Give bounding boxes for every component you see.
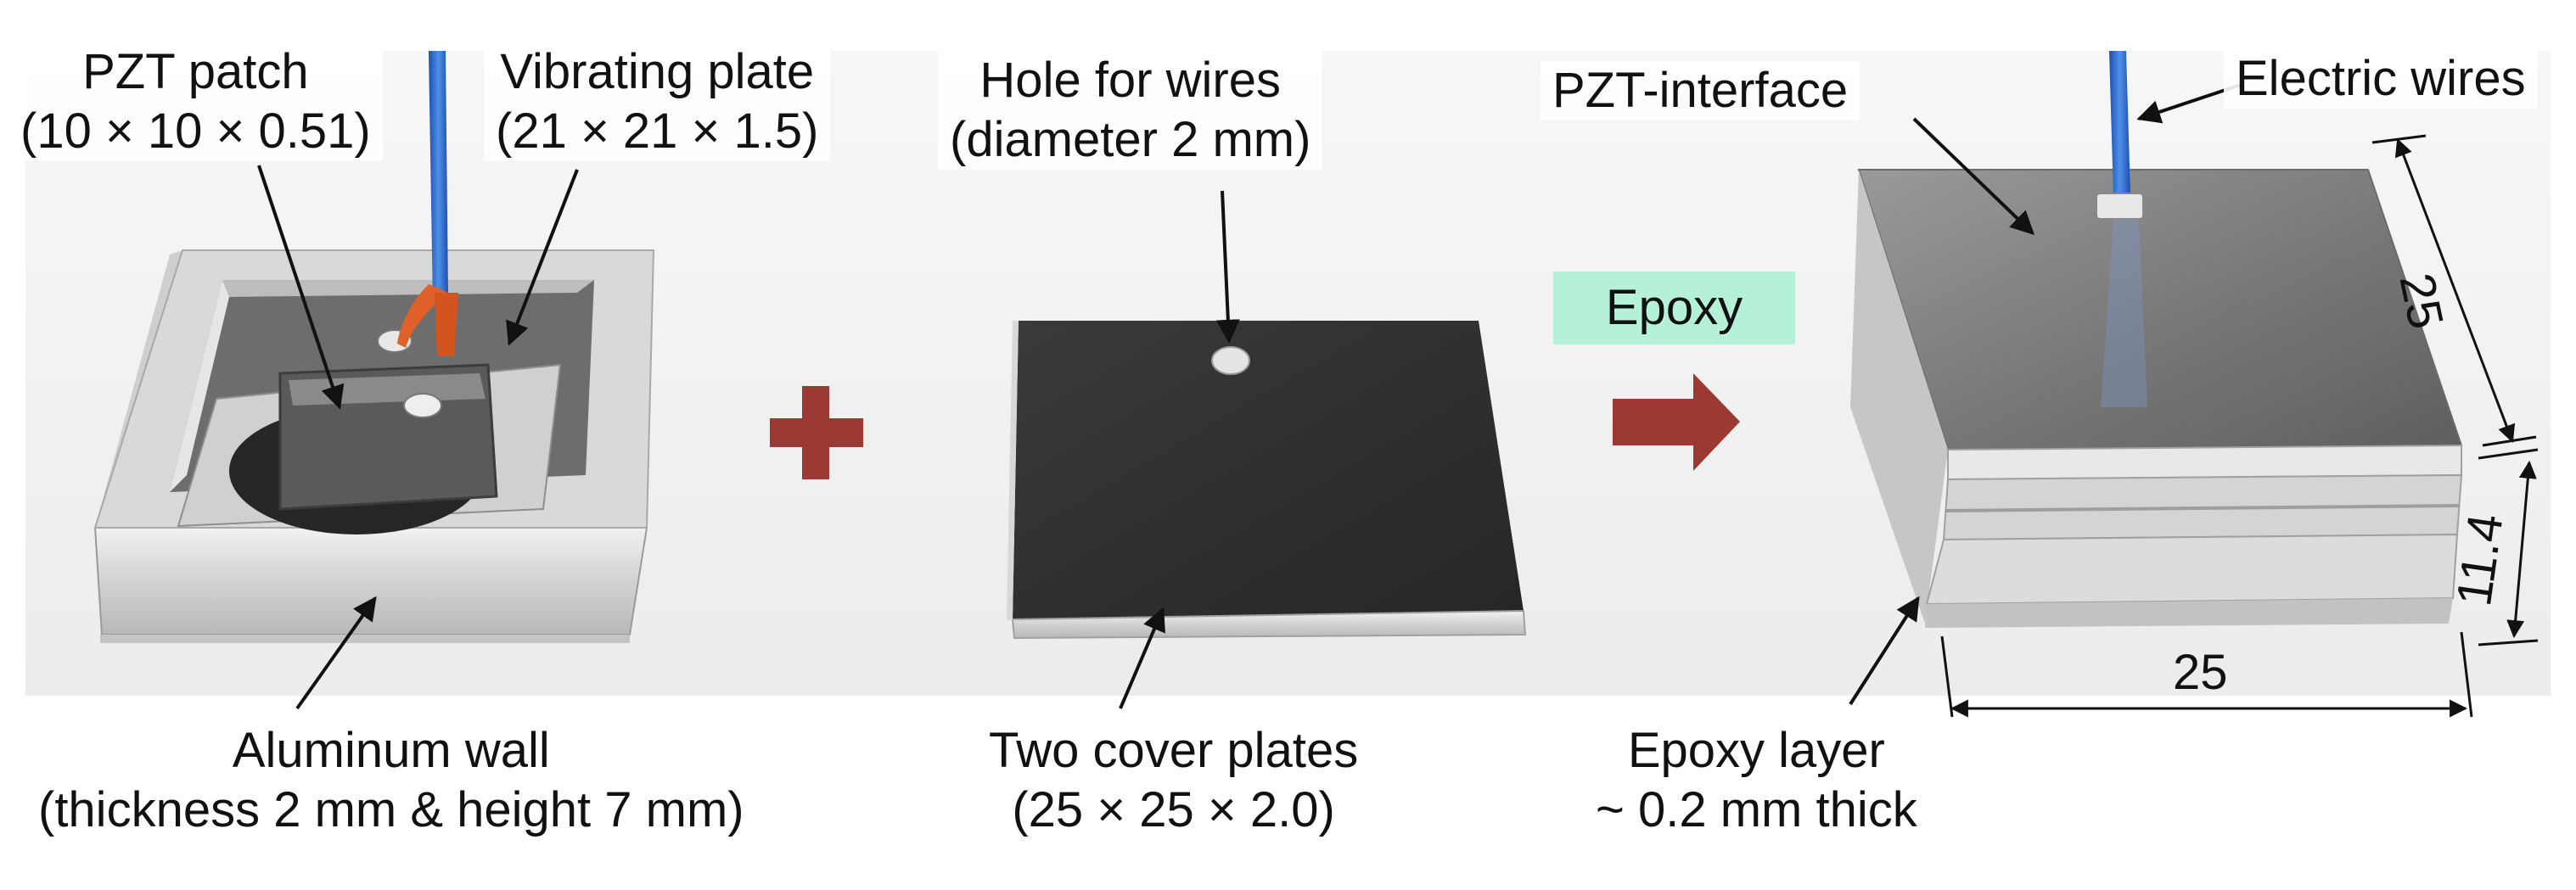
aluminum-wall-label-line1: Aluminum wall — [232, 723, 550, 778]
pzt-patch-label-line1: PZT patch — [82, 44, 309, 99]
pzt-interface-label-text: PZT-interface — [1552, 63, 1849, 118]
pzt-interface-assembly — [1850, 51, 2463, 628]
hole-for-wires-label-line2: (diameter 2 mm) — [950, 112, 1311, 167]
pzt-interface-label: PZT-interface — [1541, 61, 1860, 120]
vibrating-plate-label-line1: Vibrating plate — [500, 44, 815, 99]
cover-plate — [1007, 321, 1527, 640]
dimension-width: 25 — [2173, 645, 2228, 700]
hole-for-wires-label-line1: Hole for wires — [979, 53, 1281, 108]
vibrating-plate-label-line2: (21 × 21 × 1.5) — [496, 104, 819, 159]
epoxy-badge: Epoxy — [1553, 271, 1795, 344]
cover-plates-label-line2: (25 × 25 × 2.0) — [1012, 782, 1335, 837]
dimension-lines — [1940, 134, 2539, 718]
electric-wires-label-text: Electric wires — [2236, 51, 2526, 106]
aluminum-wall-label-line2: (thickness 2 mm & height 7 mm) — [38, 782, 744, 837]
pzt-patch-label: PZT patch (10 × 10 × 0.51) — [8, 42, 383, 161]
aluminum-wall-label: Aluminum wall (thickness 2 mm & height 7… — [38, 721, 744, 840]
epoxy-layer-label-line2: ~ 0.2 mm thick — [1596, 782, 1917, 837]
pzt-patch-label-line2: (10 × 10 × 0.51) — [20, 104, 371, 159]
plus-icon — [770, 386, 863, 479]
cover-plates-label: Two cover plates (25 × 25 × 2.0) — [989, 721, 1358, 840]
process-arrow-icon — [1613, 373, 1740, 471]
epoxy-layer-label: Epoxy layer ~ 0.2 mm thick — [1596, 721, 1917, 840]
electric-wires-label: Electric wires — [2224, 49, 2538, 109]
dimension-height: 11.4 — [2446, 510, 2514, 610]
aluminum-box — [93, 51, 655, 643]
cover-plates-label-line1: Two cover plates — [989, 723, 1359, 778]
vibrating-plate-label: Vibrating plate (21 × 21 × 1.5) — [484, 42, 831, 161]
hole-for-wires-label: Hole for wires (diameter 2 mm) — [938, 51, 1323, 170]
epoxy-layer-label-line1: Epoxy layer — [1627, 723, 1885, 778]
